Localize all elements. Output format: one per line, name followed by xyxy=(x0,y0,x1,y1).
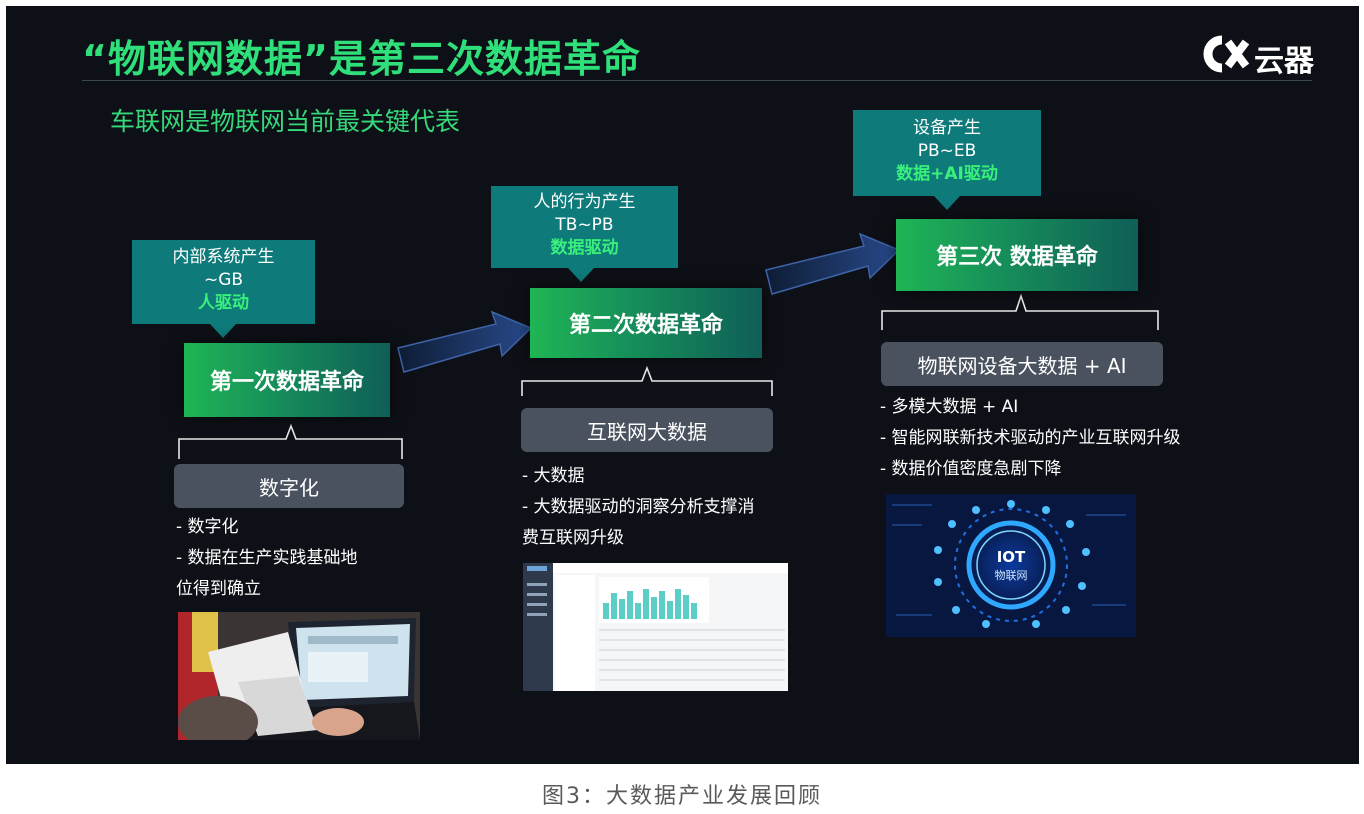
laptop-photo xyxy=(178,612,420,740)
stage-1-bullet: 位得到确立 xyxy=(176,579,261,599)
arrow-1-icon xyxy=(397,310,533,373)
stage-2-driver: 数据驱动 xyxy=(550,238,619,258)
figure-caption: 图3：大数据产业发展回顾 xyxy=(542,784,822,809)
arrow-2-icon xyxy=(765,232,901,295)
dashboard-screenshot xyxy=(523,563,788,691)
stage-3-bullet: - 数据价值密度急剧下降 xyxy=(880,459,1062,479)
stage-1-driver: 人驱动 xyxy=(198,293,249,313)
stage-3-volume: PB~EB xyxy=(917,141,977,161)
brace-2-icon xyxy=(521,365,773,396)
stage-3-category: 物联网设备大数据 + AI xyxy=(881,342,1163,386)
stage-1-bullets: - 数字化 - 数据在生产实践基础地 位得到确立 xyxy=(176,512,358,605)
slide-title: “物联网数据”是第三次数据革命 xyxy=(82,37,641,81)
stage-2-volume: TB~PB xyxy=(555,215,614,235)
logo-mark-icon xyxy=(1203,35,1250,73)
stage-2-bullets: - 大数据 - 大数据驱动的洞察分析支撑消 费互联网升级 xyxy=(522,461,755,554)
brace-3-icon xyxy=(881,293,1159,330)
stage-3-bullets: - 多模大数据 + AI - 智能网联新技术驱动的产业互联网升级 - 数据价值密… xyxy=(880,392,1181,485)
stage-2-bullet: - 大数据驱动的洞察分析支撑消 xyxy=(522,497,755,517)
stage-3-driver: 数据+AI驱动 xyxy=(896,164,998,184)
stage-1-bullet: - 数字化 xyxy=(176,517,239,537)
stage-1-bullet: - 数据在生产实践基础地 xyxy=(176,548,358,568)
stage-2-category: 互联网大数据 xyxy=(521,408,773,452)
stage-2-callout-tail xyxy=(568,268,594,282)
iot-badge-line2: 物联网 xyxy=(995,568,1028,582)
stage-3-callout-tail xyxy=(934,196,960,210)
stage-1-source: 内部系统产生 xyxy=(172,247,275,267)
stage-3-bullet: - 智能网联新技术驱动的产业互联网升级 xyxy=(880,428,1181,448)
slide: “物联网数据”是第三次数据革命 云器 车联网是物联网当前最关键代表 内部系统产生… xyxy=(6,6,1359,764)
stage-2-bullet: - 大数据 xyxy=(522,466,585,486)
slide-subtitle: 车联网是物联网当前最关键代表 xyxy=(110,107,461,136)
stage-1-volume: ~GB xyxy=(203,270,244,290)
stage-2-revolution: 第二次数据革命 xyxy=(530,288,762,358)
iot-illustration: IOT 物联网 xyxy=(886,494,1136,637)
stage-1-category: 数字化 xyxy=(174,464,404,508)
logo-text: 云器 xyxy=(1254,44,1314,79)
title-divider xyxy=(82,80,1312,81)
stage-3-revolution: 第三次 数据革命 xyxy=(896,219,1138,291)
stage-3-source-callout: 设备产生 PB~EB 数据+AI驱动 xyxy=(853,110,1041,196)
stage-arrows xyxy=(178,232,1159,459)
stage-1-source-callout: 内部系统产生 ~GB 人驱动 xyxy=(132,240,315,324)
stage-3-source: 设备产生 xyxy=(913,118,981,138)
stage-1-callout-tail xyxy=(210,324,236,338)
logo: 云器 xyxy=(1202,34,1322,79)
stage-2-bullet: 费互联网升级 xyxy=(522,528,624,548)
brace-1-icon xyxy=(178,423,403,459)
stage-2-source-callout: 人的行为产生 TB~PB 数据驱动 xyxy=(491,186,678,268)
stage-3-bullet: - 多模大数据 + AI xyxy=(880,397,1019,417)
stage-2-source: 人的行为产生 xyxy=(533,192,636,212)
stage-1-revolution: 第一次数据革命 xyxy=(184,343,390,417)
iot-badge-line1: IOT xyxy=(997,548,1026,566)
